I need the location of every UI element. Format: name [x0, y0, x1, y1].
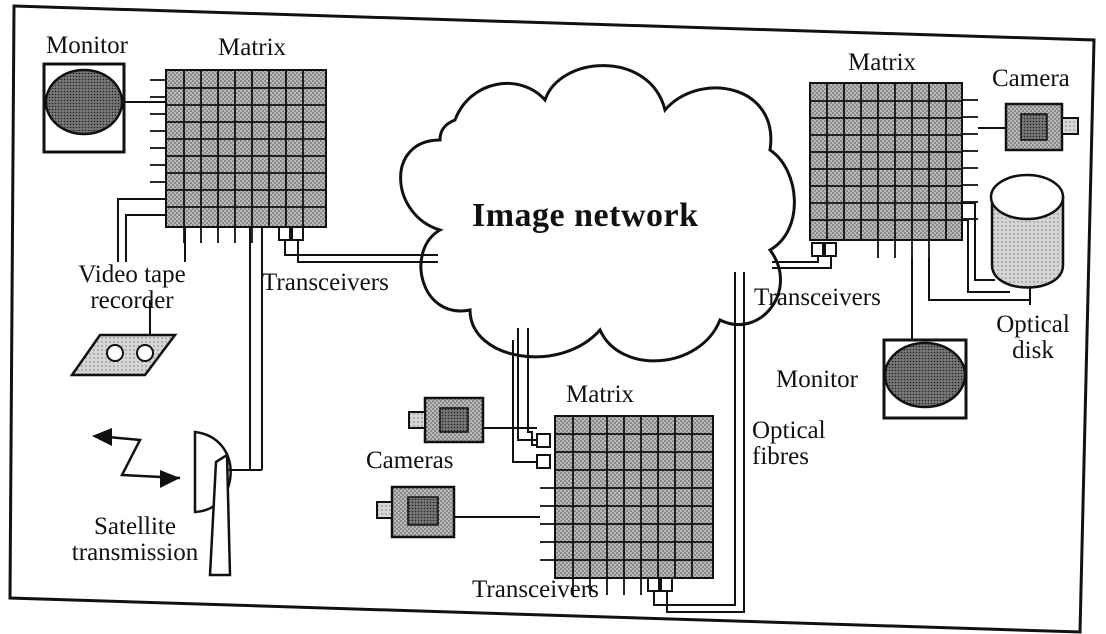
vtr-label: Video tape recorder: [62, 262, 202, 314]
transceivers-left-label: Transceivers: [262, 269, 389, 296]
matrix-top-right-label: Matrix: [848, 49, 917, 76]
cameras-bottom-label: Cameras: [366, 447, 454, 474]
matrix-bottom-label: Matrix: [566, 381, 635, 408]
satellite-dish-icon: [96, 430, 232, 577]
transceivers-right-label: Transceivers: [754, 284, 881, 311]
vtr-label-line2: recorder: [90, 287, 174, 314]
satellite-label: Satellite transmission: [60, 514, 210, 566]
monitor-left-label: Monitor: [46, 32, 128, 59]
matrix-top-left-label: Matrix: [218, 34, 287, 61]
camera-right-label: Camera: [992, 65, 1070, 92]
satellite-label-line2: transmission: [71, 539, 199, 566]
monitor-right-label: Monitor: [776, 366, 858, 393]
monitor-right-icon: [882, 338, 968, 420]
matrix-top-right: [809, 82, 978, 258]
image-network-cloud: [399, 64, 796, 363]
figure-frame: [8, 4, 1096, 634]
optical-fibres-label-line2: fibres: [752, 443, 809, 470]
cameras-bottom-icon: [376, 396, 485, 539]
image-network-label: Image network: [472, 197, 699, 234]
matrix-top-left: [150, 69, 327, 243]
camera-right-icon: [1004, 102, 1079, 152]
transceivers-bottom-label: Transceivers: [472, 576, 599, 603]
matrix-bottom: [536, 415, 714, 595]
vtr-label-line1: Video tape: [78, 261, 186, 288]
satellite-label-line1: Satellite: [94, 513, 176, 540]
optical-fibres-label: Optical fibres: [752, 418, 826, 470]
monitor-left-icon: [42, 62, 126, 154]
optical-disk-label: Optical disk: [978, 312, 1088, 364]
video-tape-recorder-icon: [69, 333, 178, 377]
optical-disk-label-line1: Optical: [996, 311, 1070, 338]
optical-disk-icon: [989, 173, 1065, 305]
optical-disk-label-line2: disk: [1012, 337, 1054, 364]
optical-fibres-label-line1: Optical: [752, 417, 826, 444]
